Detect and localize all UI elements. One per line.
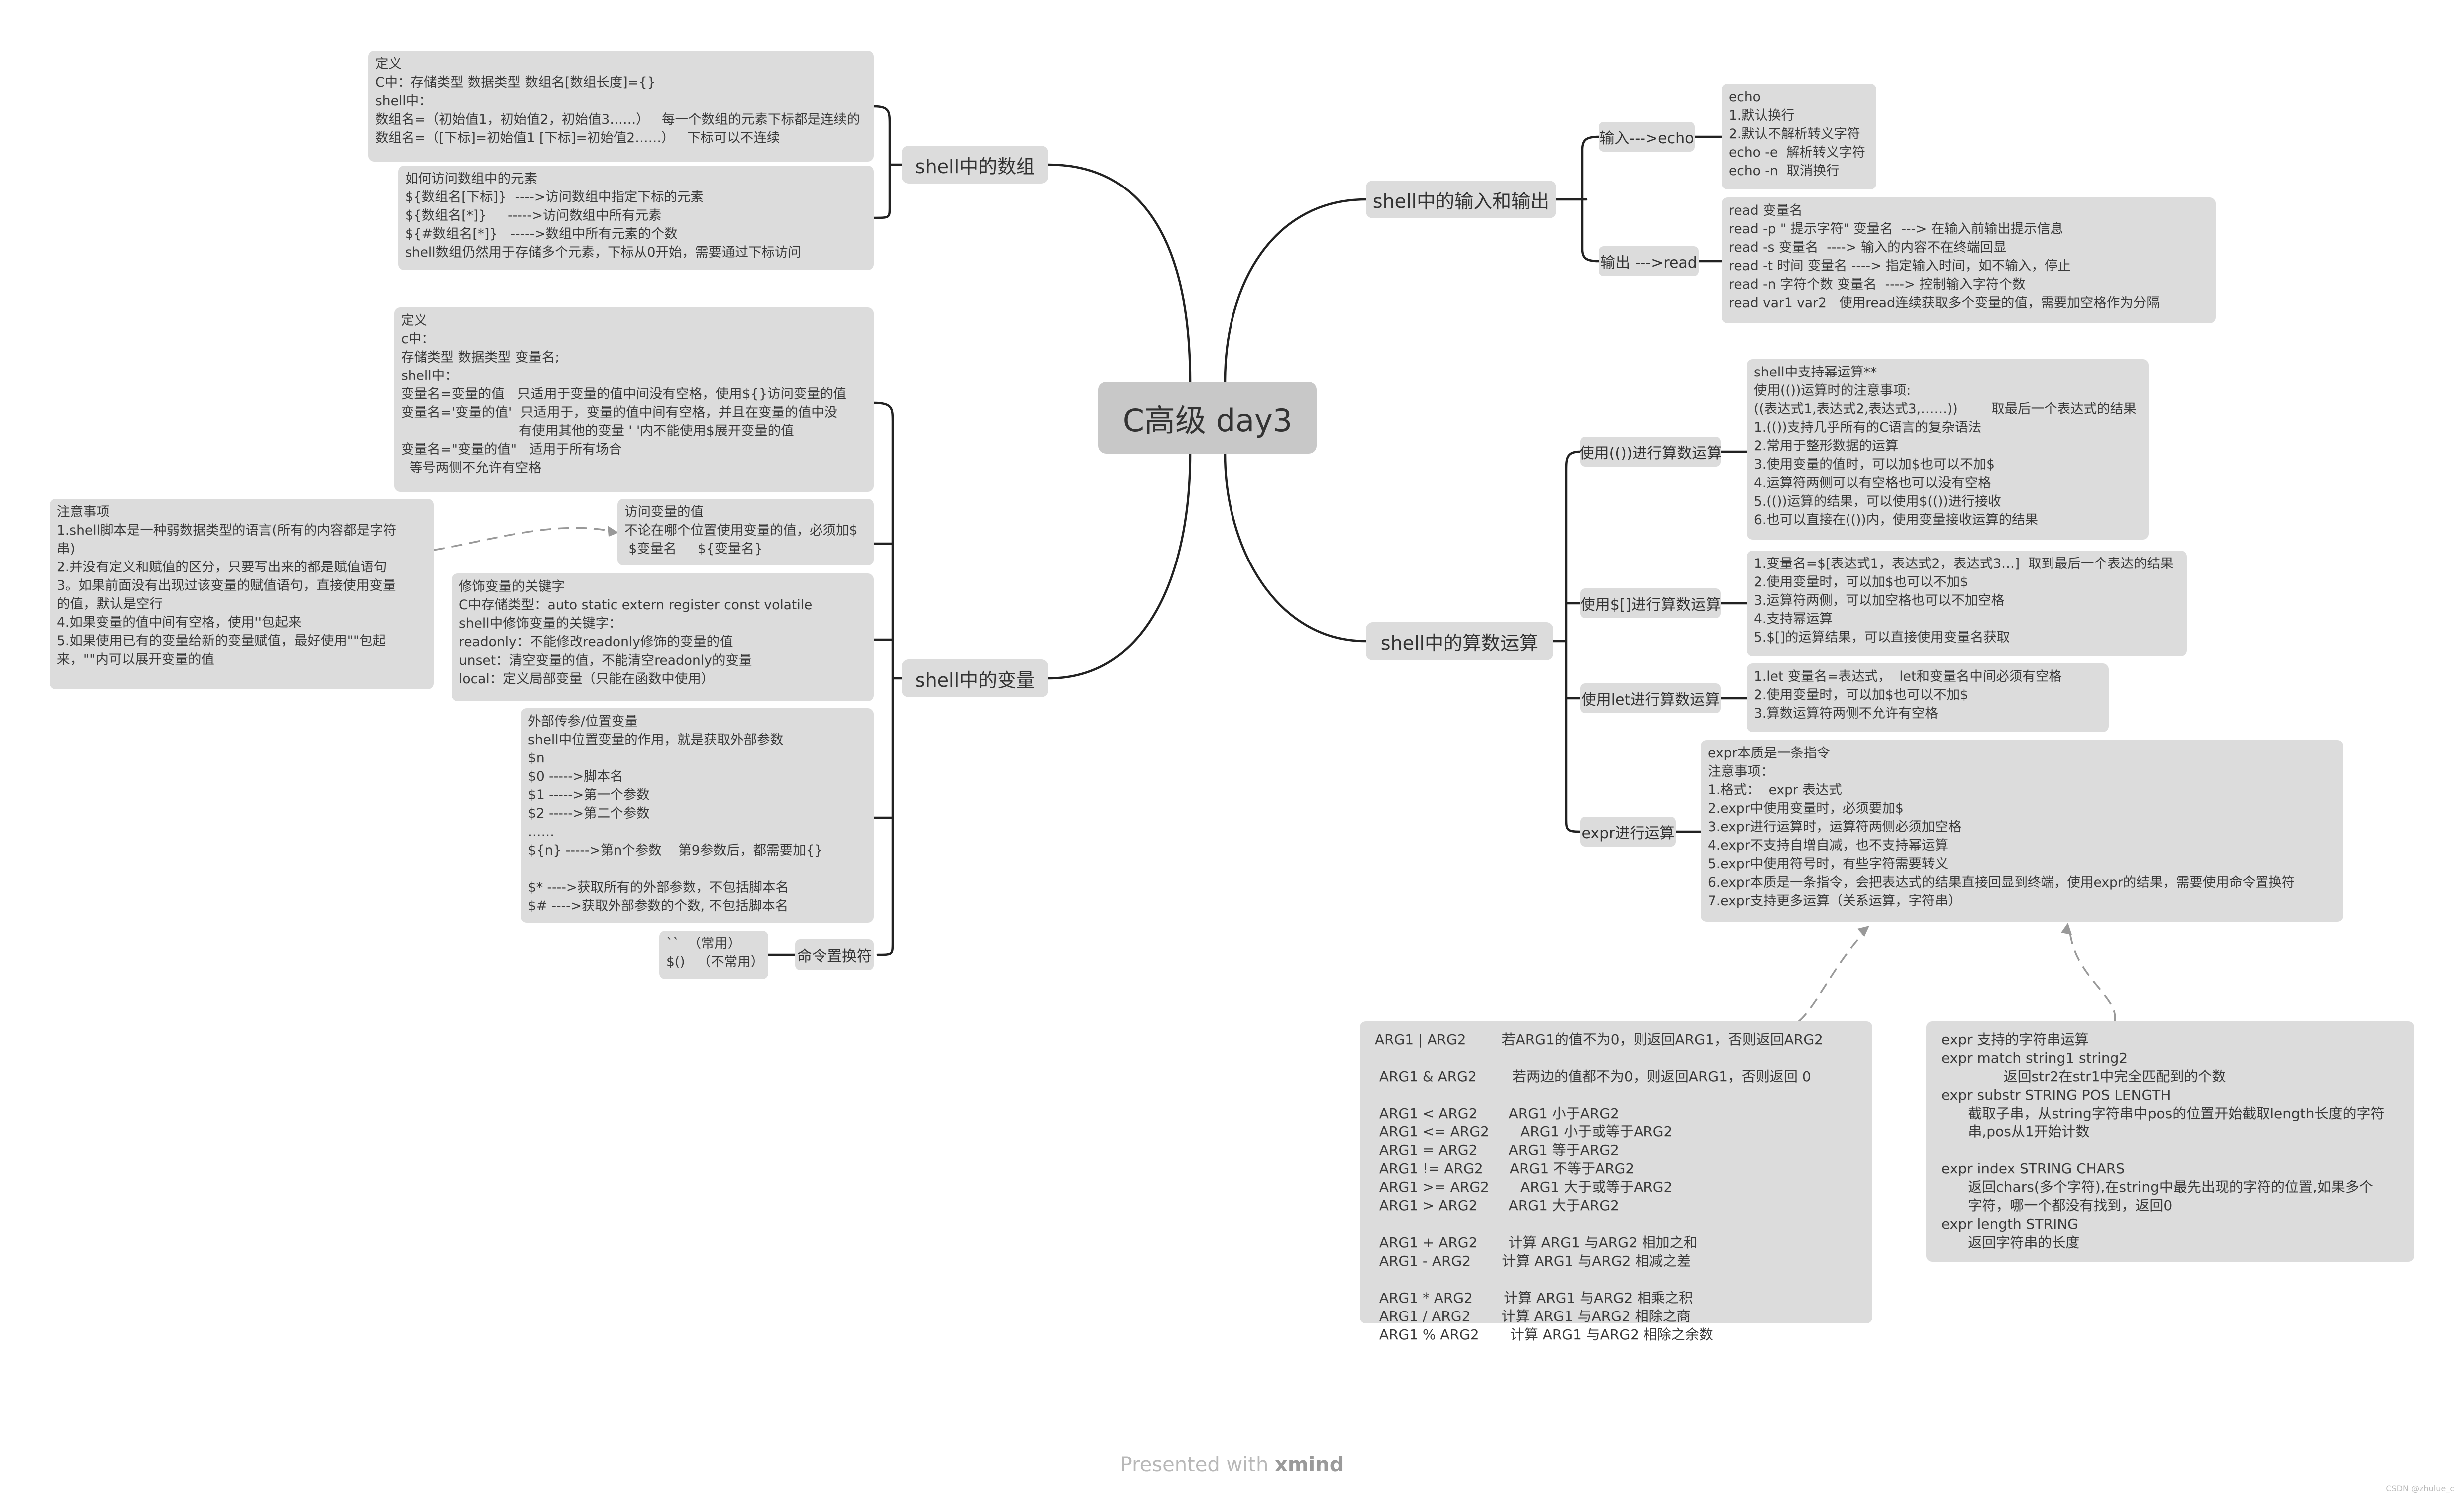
variable-definition-note: 定义 c中： 存储类型 数据类型 变量名; shell中： 变量名=变量的值 只… <box>394 307 874 492</box>
dashed-notes-link <box>433 527 619 551</box>
topic-double-paren[interactable]: 使用(())进行算数运算 <box>1579 437 1722 467</box>
topic-input-echo[interactable]: 输入--->echo <box>1599 122 1695 152</box>
line-root-arith <box>1224 452 1367 643</box>
topic-let[interactable]: 使用let进行算数运算 <box>1580 683 1721 713</box>
dollar-bracket-note: 1.变量名=$[表达式1，表达式2，表达式3…] 取到最后一个表达的结果 2.使… <box>1747 551 2187 656</box>
positional-args-note: 外部传参/位置变量 shell中位置变量的作用，就是获取外部参数 $n $0 -… <box>521 708 874 923</box>
arrowhead-ops <box>1857 926 1869 937</box>
dashed-str-link <box>2069 931 2116 1022</box>
root-topic[interactable]: C高级 day3 <box>1098 382 1317 454</box>
topic-shell-io[interactable]: shell中的输入和输出 <box>1366 181 1556 218</box>
variable-keywords-note: 修饰变量的关键字 C中存储类型：auto static extern regis… <box>452 573 874 701</box>
line-array-brackets <box>872 105 903 219</box>
arrowhead-str <box>2061 923 2072 935</box>
array-definition-note: 定义 C中：存储类型 数据类型 数组名[数组长度]={} shell中： 数组名… <box>368 51 874 162</box>
read-note: read 变量名 read -p " 提示字符" 变量名 ---> 在输入前输出… <box>1722 197 2216 323</box>
echo-note: echo 1.默认换行 2.默认不解析转义字符 echo -e 解析转义字符 e… <box>1722 84 1876 189</box>
footer-prefix: Presented with <box>1120 1453 1275 1476</box>
expr-note: expr本质是一条指令 注意事项： 1.格式： expr 表达式 2.expr中… <box>1701 740 2343 922</box>
xmind-brand: xmind <box>1275 1453 1344 1476</box>
dashed-ops-link <box>1798 931 1866 1022</box>
topic-command-substitution[interactable]: 命令置换符 <box>795 939 874 970</box>
line-root-variable <box>1047 452 1192 680</box>
line-variable-bracket <box>872 401 903 956</box>
presented-with-footer: Presented with xmind <box>1072 1453 1392 1476</box>
topic-output-read[interactable]: 输出 --->read <box>1599 246 1699 276</box>
expr-operators-note: ARG1 | ARG2 若ARG1的值不为0，则返回ARG1，否则返回ARG2 … <box>1360 1021 1872 1343</box>
topic-shell-array[interactable]: shell中的数组 <box>902 146 1048 184</box>
command-substitution-note: `` （常用） $() （不常用） <box>659 931 768 979</box>
topic-shell-arith[interactable]: shell中的算数运算 <box>1366 622 1553 660</box>
array-access-note: 如何访问数组中的元素 ${数组名[下标]} ---->访问数组中指定下标的元素 … <box>398 166 874 270</box>
line-root-io <box>1224 198 1367 383</box>
line-root-array <box>1047 163 1192 383</box>
expr-string-ops-note: expr 支持的字符串运算 expr match string1 string2… <box>1926 1021 2414 1262</box>
topic-dollar-bracket[interactable]: 使用$[]进行算数运算 <box>1580 588 1721 618</box>
variable-caution-note: 注意事项 1.shell脚本是一种弱数据类型的语言(所有的内容都是字符 串) 2… <box>50 499 434 689</box>
variable-access-note: 访问变量的值 不论在哪个位置使用变量的值，必须加$ $变量名 ${变量名} <box>617 499 874 565</box>
line-io-bracket <box>1555 135 1600 263</box>
double-paren-note: shell中支持幂运算** 使用(())运算时的注意事项: ((表达式1,表达式… <box>1747 359 2149 540</box>
let-note: 1.let 变量名=表达式， let和变量名中间必须有空格 2.使用变量时，可以… <box>1747 663 2109 732</box>
topic-shell-variable[interactable]: shell中的变量 <box>902 659 1048 697</box>
line-arith-bracket <box>1552 450 1582 833</box>
watermark-corner: CSDN @zhulue_c <box>2386 1484 2454 1493</box>
topic-expr[interactable]: expr进行运算 <box>1580 817 1676 847</box>
arrowhead-notes <box>608 526 618 537</box>
